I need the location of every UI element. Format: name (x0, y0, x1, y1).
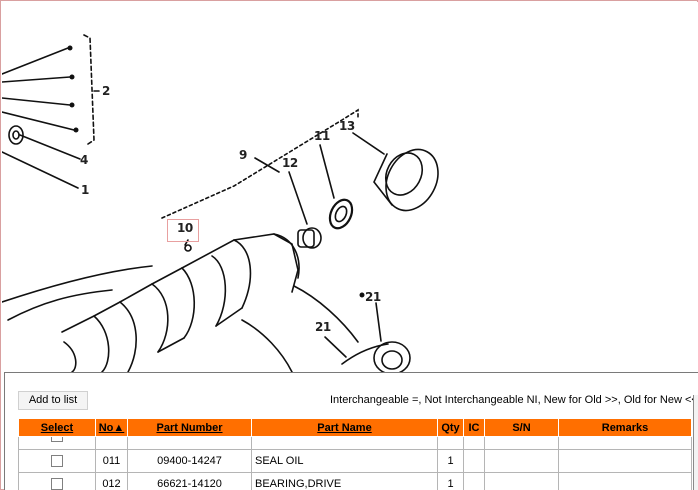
add-to-list-button[interactable]: Add to list (18, 391, 88, 410)
callout-1[interactable]: 1 (81, 183, 89, 197)
select-cell (18, 472, 96, 490)
callout-21[interactable]: 21 (365, 290, 381, 304)
select-cell (18, 436, 96, 450)
callout-10[interactable]: 10 (177, 221, 193, 235)
exploded-view-drawing (2, 34, 439, 372)
parts-list-panel: Add to list Interchangeable =, Not Inter… (4, 372, 698, 490)
column-header-ic: IC (463, 418, 485, 437)
selected-part-highlight[interactable] (167, 219, 199, 242)
interchangeability-legend: Interchangeable =, Not Interchangeable N… (330, 394, 698, 406)
callout-21[interactable]: 21 (315, 320, 331, 334)
column-header-qty: Qty (437, 418, 464, 437)
callout-13[interactable]: 13 (339, 119, 355, 133)
row-checkbox[interactable] (51, 455, 63, 468)
column-header-select[interactable]: Select (18, 418, 96, 437)
table-row[interactable]: 012 66621-14120 BEARING,DRIVE 1 (18, 472, 692, 490)
column-header-remarks: Remarks (558, 418, 692, 437)
column-header-part-name[interactable]: Part Name (251, 418, 438, 437)
parts-table: Select No▲ Part Number Part Name Qty IC … (18, 418, 692, 490)
table-row-partial (18, 436, 692, 450)
column-header-part-number[interactable]: Part Number (127, 418, 252, 437)
table-header-row: Select No▲ Part Number Part Name Qty IC … (18, 418, 692, 437)
select-cell (18, 449, 96, 473)
column-header-no[interactable]: No▲ (95, 418, 128, 437)
row-part-number: 66621-14120 (127, 472, 252, 490)
callout-2[interactable]: 2 (102, 84, 110, 98)
table-row[interactable]: 011 09400-14247 SEAL OIL 1 (18, 449, 692, 473)
row-no: 011 (95, 449, 128, 473)
column-header-sn: S/N (484, 418, 559, 437)
row-part-name: SEAL OIL (251, 449, 438, 473)
row-ic (463, 449, 485, 473)
row-qty: 1 (437, 449, 464, 473)
row-qty: 1 (437, 472, 464, 490)
row-no: 012 (95, 472, 128, 490)
row-sn (484, 449, 559, 473)
row-ic (463, 472, 485, 490)
row-remarks (558, 449, 692, 473)
row-part-name: BEARING,DRIVE (251, 472, 438, 490)
row-sn (484, 472, 559, 490)
callout-4[interactable]: 4 (80, 153, 88, 167)
row-part-number: 09400-14247 (127, 449, 252, 473)
callout-9[interactable]: 9 (239, 148, 247, 162)
row-checkbox[interactable] (51, 478, 63, 490)
row-remarks (558, 472, 692, 490)
parts-diagram: 2 4 1 9 11 12 13 10 21 21 (2, 2, 698, 372)
callout-12[interactable]: 12 (282, 156, 298, 170)
row-checkbox[interactable] (51, 437, 63, 442)
callout-11[interactable]: 11 (314, 129, 330, 143)
vertical-scrollbar[interactable] (693, 395, 698, 490)
